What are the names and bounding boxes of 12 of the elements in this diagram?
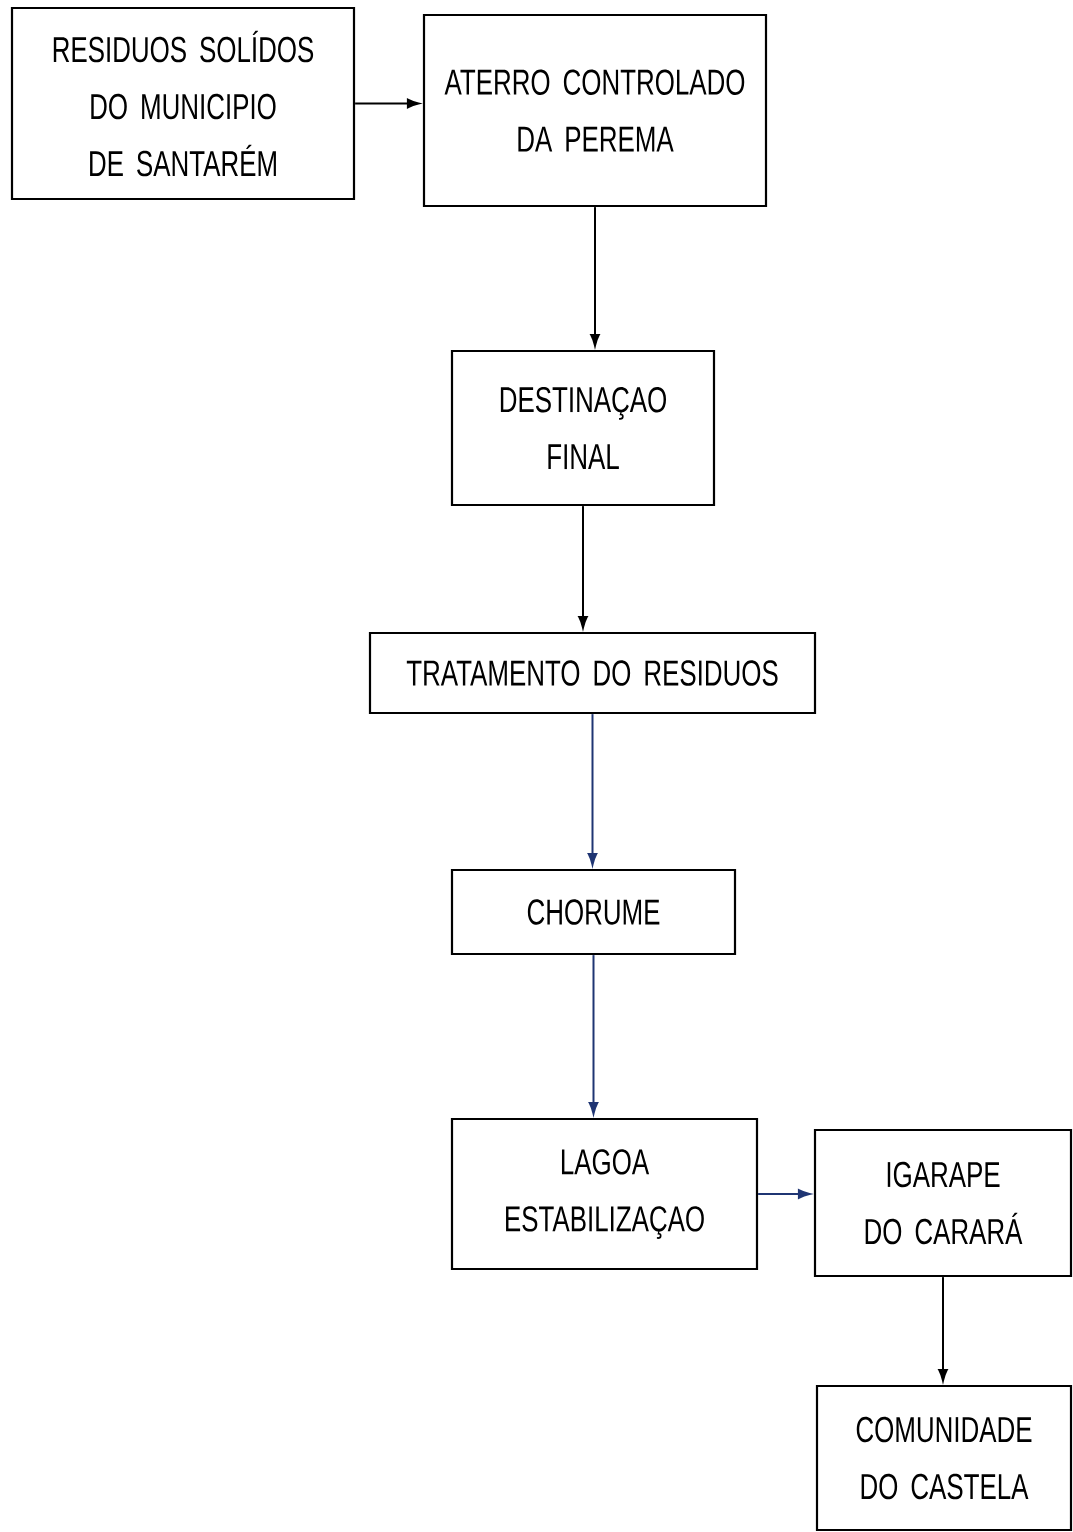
process-box: LAGOA ESTABILIZAÇAO [450, 1117, 759, 1271]
arrow [578, 505, 588, 629]
process-box: IGARAPE DO CARARÁ [813, 1128, 1073, 1278]
process-box: TRATAMENTO DO RESIDUOS [368, 631, 817, 715]
process-box: ATERRO CONTROLADO DA PEREMA [422, 13, 768, 208]
process-box: DESTINAÇAO FINAL [450, 349, 716, 507]
arrow [757, 1189, 811, 1199]
process-box: COMUNIDADE DO CASTELA [815, 1384, 1073, 1532]
process-box: CHORUME [450, 868, 737, 956]
arrow [938, 1276, 948, 1382]
arrow [590, 206, 600, 347]
process-box: RESIDUOS SOLÍDOS DO MUNICIPIO DE SANTARÉM [10, 6, 356, 201]
